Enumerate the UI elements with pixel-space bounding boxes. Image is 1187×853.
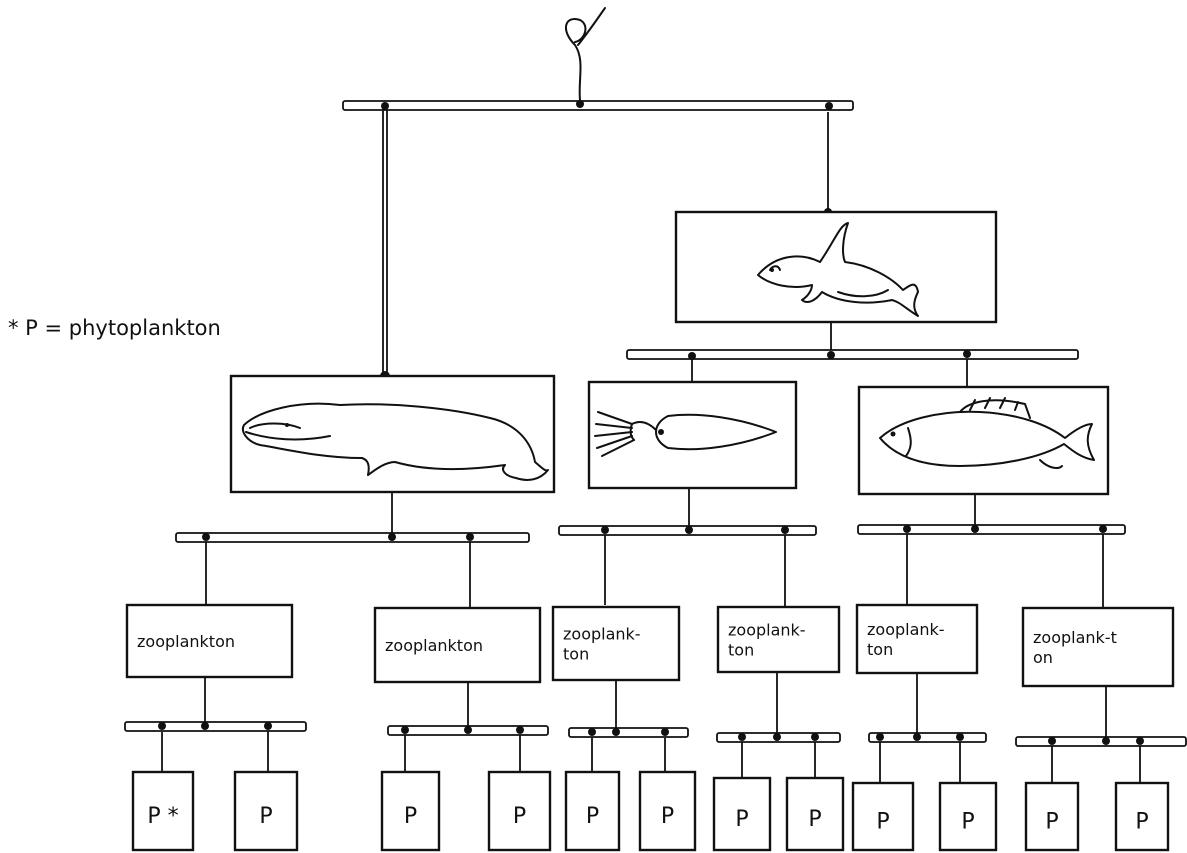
baleen-whale-node [229, 374, 556, 494]
phytoplankton-label: P [876, 810, 889, 835]
phytoplankton-card [564, 770, 621, 852]
phytoplankton-label: P [1045, 810, 1058, 835]
zooplankton-node: zooplank-ton [855, 603, 979, 675]
phytoplankton-card [712, 776, 772, 852]
phytoplankton-label: P [1135, 810, 1148, 835]
squid-node [587, 380, 798, 490]
zooplankton-label: ton [867, 640, 893, 659]
orca-node [674, 210, 998, 324]
phytoplankton-card [785, 776, 845, 852]
phytoplankton-label: P [961, 810, 974, 835]
phytoplankton-node: P [1114, 781, 1170, 852]
phytoplankton-card [233, 770, 299, 852]
phytoplankton-node: P [785, 776, 845, 852]
phytoplankton-node: P [564, 770, 621, 852]
zooplankton-card [1021, 606, 1175, 688]
phytoplankton-card [851, 781, 915, 852]
phytoplankton-node: P [851, 781, 915, 852]
zooplankton-label: ton [728, 641, 754, 660]
phytoplankton-card [1114, 781, 1170, 852]
zooplankton-card [855, 603, 979, 675]
phytoplankton-label: P * [147, 804, 178, 829]
phytoplankton-node: P [638, 770, 697, 852]
phytoplankton-label: P [513, 804, 526, 829]
phytoplankton-label: P [735, 807, 748, 832]
zooplankton-label: zooplank-t [1033, 628, 1117, 647]
baleen-whale-icon [242, 402, 549, 481]
phytoplankton-node: P [712, 776, 772, 852]
zooplankton-label: ton [563, 645, 589, 664]
phytoplankton-card [938, 781, 998, 852]
phytoplankton-card [1024, 781, 1080, 852]
top-hanging-loop [565, 7, 606, 101]
phytoplankton-node: P [380, 770, 441, 852]
zooplankton-card [125, 603, 294, 679]
phytoplankton-label: P [404, 804, 417, 829]
phytoplankton-label: P [259, 804, 272, 829]
zooplankton-label: zooplank- [867, 620, 945, 639]
phytoplankton-label: P [808, 807, 821, 832]
phytoplankton-node: P [487, 770, 552, 852]
phytoplankton-label: P [661, 804, 674, 829]
phytoplankton-node: P [233, 770, 299, 852]
zooplankton-label: on [1033, 648, 1053, 667]
mobile-crossbars [124, 100, 1187, 747]
zooplankton-node: zooplankton [125, 603, 294, 679]
phytoplankton-card [487, 770, 552, 852]
phytoplankton-layer: P * P P P P P P P P P P P [131, 770, 1170, 852]
zooplankton-node: zooplank-ton [1021, 606, 1175, 688]
string-knots [158, 100, 1144, 745]
zooplankton-card [716, 605, 841, 674]
squid-icon [594, 411, 777, 457]
phytoplankton-node: P * [131, 770, 195, 852]
phytoplankton-node: P [1024, 781, 1080, 852]
zooplankton-label: zooplankton [385, 636, 483, 655]
zooplankton-label: zooplank- [563, 625, 641, 644]
zooplankton-label: zooplank- [728, 621, 806, 640]
zooplankton-node: zooplank-ton [716, 605, 841, 674]
phytoplankton-card [131, 770, 195, 852]
zooplankton-card [373, 606, 542, 684]
salmon-node [857, 385, 1110, 496]
salmon-icon [879, 397, 1095, 469]
legend-phytoplankton-key: * P = phytoplankton [8, 316, 221, 340]
orca-icon [757, 222, 919, 317]
phytoplankton-card [380, 770, 441, 852]
phytoplankton-card [638, 770, 697, 852]
phytoplankton-label: P [586, 804, 599, 829]
zooplankton-node: zooplank-ton [551, 605, 681, 682]
zooplankton-card [551, 605, 681, 682]
zooplankton-node: zooplankton [373, 606, 542, 684]
phytoplankton-node: P [938, 781, 998, 852]
zooplankton-label: zooplankton [137, 632, 235, 651]
